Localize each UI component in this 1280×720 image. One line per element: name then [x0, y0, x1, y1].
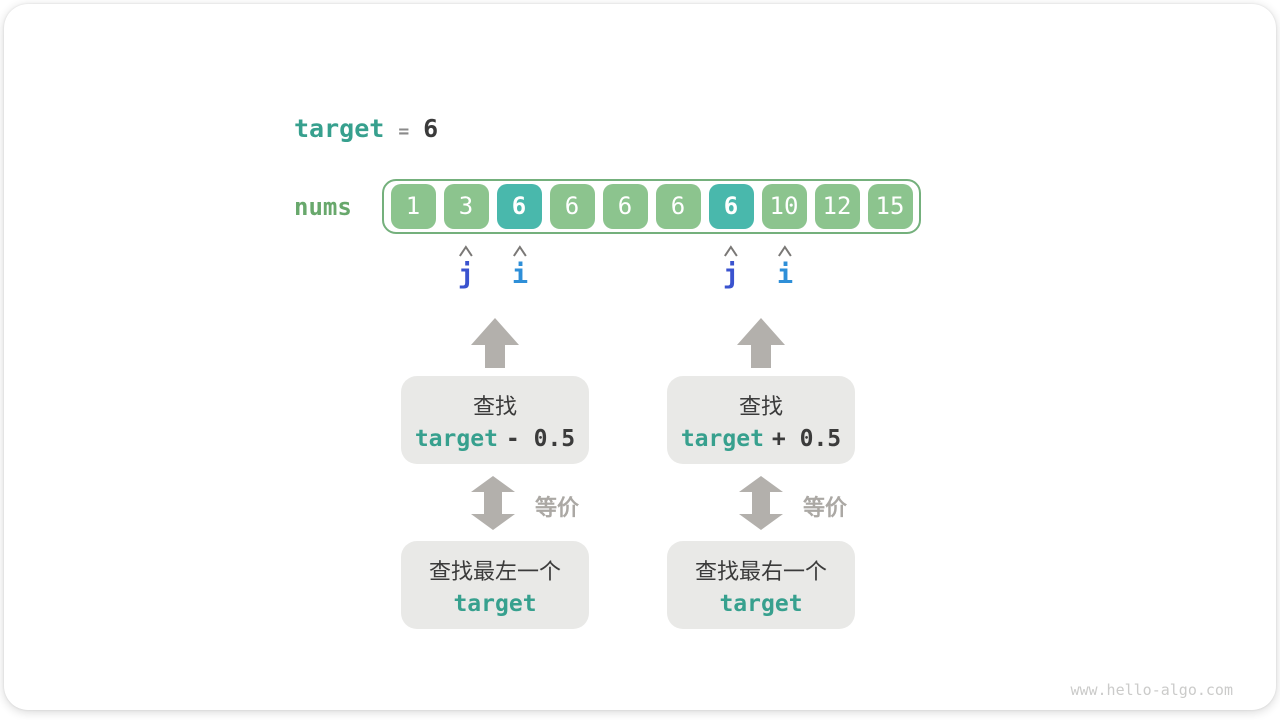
caret-up-icon	[724, 245, 738, 257]
result-code: target	[453, 591, 536, 617]
search-expression: target + 0.5	[681, 426, 841, 452]
pointer-letter: j	[457, 259, 475, 290]
pointer-i-left: i	[512, 245, 528, 290]
pointer-j-left: j	[458, 245, 474, 290]
array-cell: 10	[761, 184, 807, 229]
equivalence-arrow-icon	[471, 476, 515, 530]
result-box-left: 查找最左一个 target	[401, 541, 589, 629]
search-label: 查找	[472, 393, 517, 419]
up-arrow-icon	[471, 318, 519, 368]
array-cell: 3	[443, 184, 489, 229]
pointer-i-right: i	[777, 245, 793, 290]
target-variable: target	[294, 114, 385, 143]
array-cell: 12	[814, 184, 860, 229]
pointer-j-right: j	[723, 245, 739, 290]
pointer-letter: i	[776, 259, 794, 290]
equivalence-arrow-icon	[739, 476, 783, 530]
result-label: 查找最左一个	[428, 558, 561, 584]
array-cell: 15	[867, 184, 913, 229]
result-box-right: 查找最右一个 target	[667, 541, 855, 629]
search-box-left: 查找 target - 0.5	[401, 376, 589, 464]
expression-operator: + 0.5	[771, 425, 842, 452]
expression-variable: target	[680, 425, 764, 452]
up-arrow-icon	[737, 318, 785, 368]
result-variable: target	[453, 590, 537, 617]
target-assignment: target = 6	[294, 114, 438, 143]
search-label: 查找	[738, 393, 783, 419]
equals-sign: =	[398, 121, 410, 142]
equivalence-label-left: 等价	[535, 495, 580, 520]
nums-label: nums	[294, 193, 352, 221]
pointer-letter: j	[722, 259, 740, 290]
array-cell-highlight: 6	[496, 184, 542, 229]
equivalence-label-right: 等价	[803, 495, 848, 520]
array-cell-highlight: 6	[708, 184, 754, 229]
array-cell: 1	[390, 184, 436, 229]
result-code: target	[719, 591, 802, 617]
array-cell: 6	[549, 184, 595, 229]
pointer-letter: i	[511, 259, 529, 290]
watermark: www.hello-algo.com	[1070, 681, 1233, 699]
expression-variable: target	[414, 425, 498, 452]
caret-up-icon	[513, 245, 527, 257]
caret-up-icon	[459, 245, 473, 257]
array-cell: 6	[602, 184, 648, 229]
target-value: 6	[423, 114, 439, 143]
result-label: 查找最右一个	[694, 558, 827, 584]
expression-operator: - 0.5	[505, 425, 576, 452]
search-box-right: 查找 target + 0.5	[667, 376, 855, 464]
array-cell: 6	[655, 184, 701, 229]
result-variable: target	[719, 590, 803, 617]
search-expression: target - 0.5	[415, 426, 575, 452]
caret-up-icon	[778, 245, 792, 257]
